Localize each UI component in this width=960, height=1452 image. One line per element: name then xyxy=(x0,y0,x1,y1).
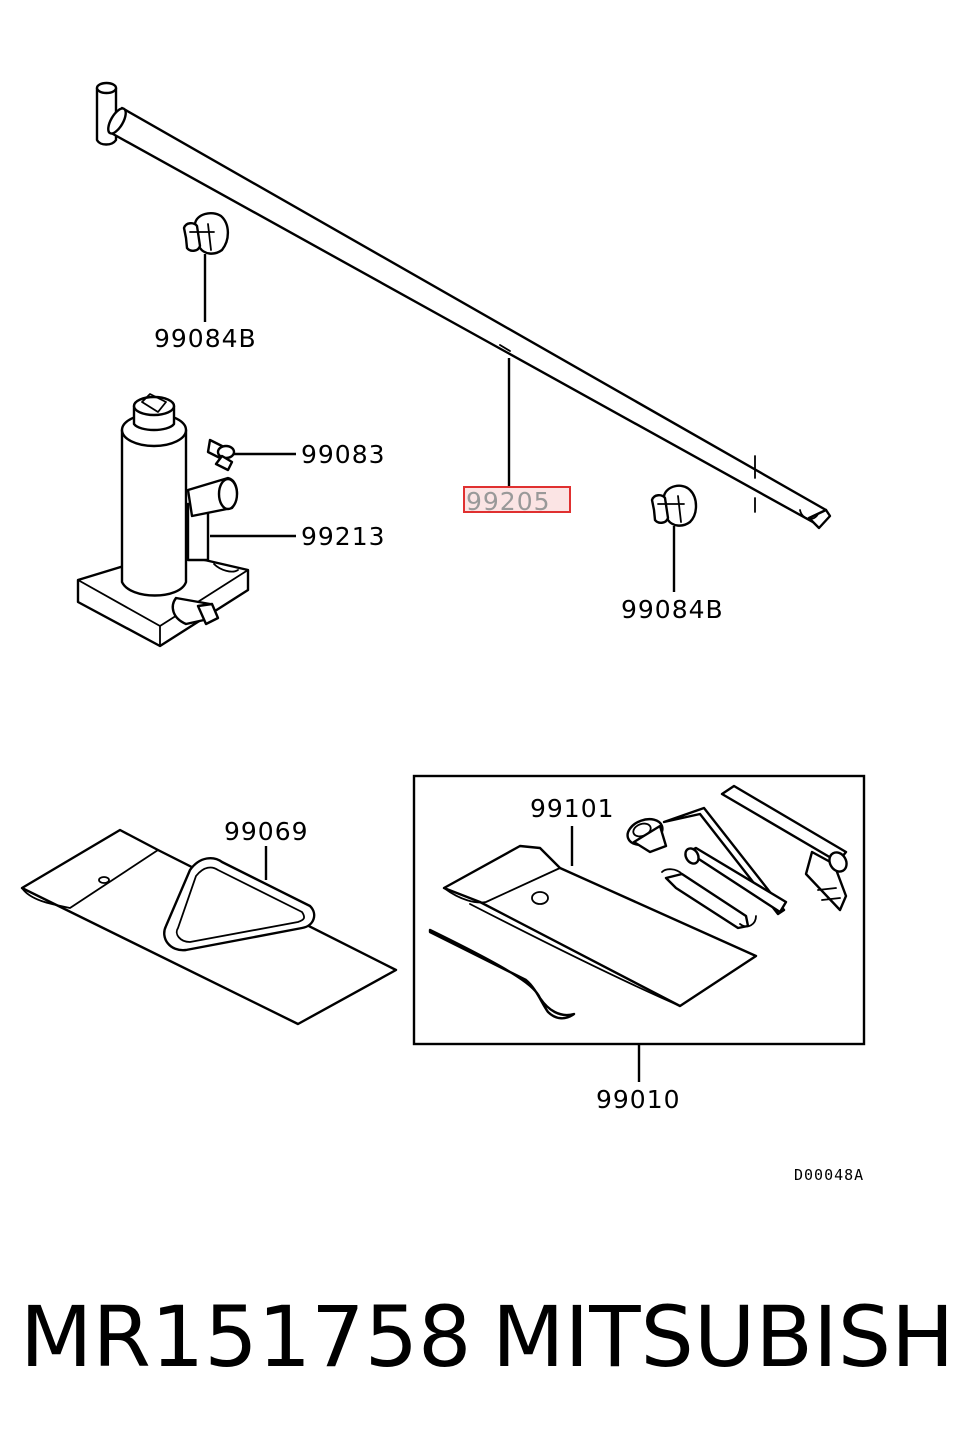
extension-bar[interactable] xyxy=(720,784,850,912)
footer: MR151758 MITSUBISHI xyxy=(0,1285,960,1395)
wing-bolt[interactable] xyxy=(206,438,236,472)
diagram-id: D00048A xyxy=(794,1166,864,1184)
floor-mat[interactable] xyxy=(20,828,398,1026)
bottle-jack[interactable] xyxy=(76,393,250,648)
part-number: MR151758 xyxy=(20,1288,472,1386)
jack-handle-bar[interactable] xyxy=(95,81,832,530)
screwdriver[interactable] xyxy=(683,846,788,914)
tool-bag[interactable] xyxy=(442,844,758,1008)
label-wing-bolt[interactable]: 99083 xyxy=(301,440,386,469)
label-tool-kit[interactable]: 99010 xyxy=(596,1085,681,1114)
label-mat[interactable]: 99069 xyxy=(224,817,309,846)
tire-lever[interactable] xyxy=(428,928,576,1020)
label-handle-bar[interactable]: 99205 xyxy=(466,487,551,516)
label-clip-lower[interactable]: 99084B xyxy=(621,595,724,624)
clip-upper[interactable] xyxy=(182,212,230,255)
highlight-box xyxy=(463,486,571,513)
brand-name: MITSUBISHI xyxy=(492,1288,960,1386)
label-jack[interactable]: 99213 xyxy=(301,522,386,551)
clip-lower[interactable] xyxy=(650,484,698,527)
label-clip-upper[interactable]: 99084B xyxy=(154,324,257,353)
label-tool-bag[interactable]: 99101 xyxy=(530,794,615,823)
spanner[interactable] xyxy=(661,868,757,930)
